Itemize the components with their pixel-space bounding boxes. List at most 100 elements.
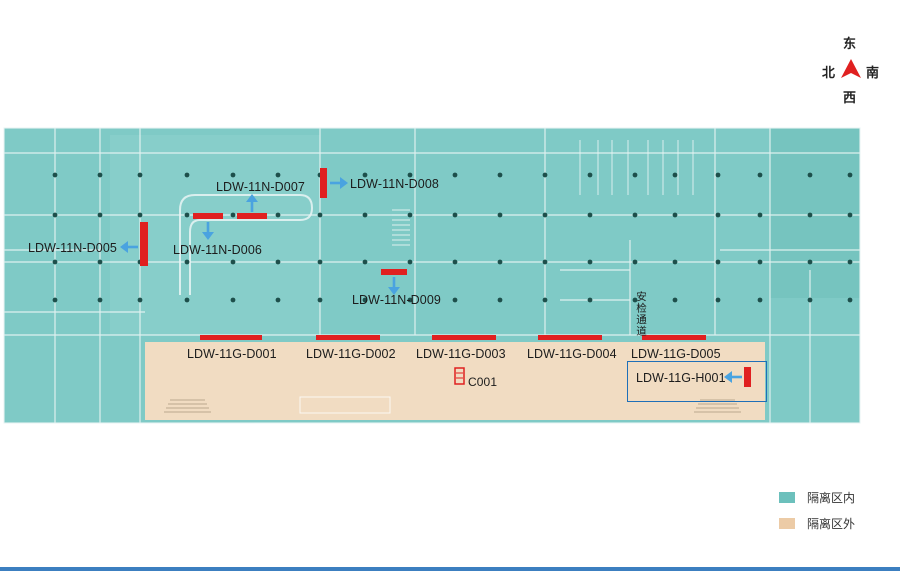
column-dot — [230, 297, 236, 303]
column-dot — [362, 212, 368, 218]
column-dot — [542, 172, 548, 178]
legend-label-outside: 隔离区外 — [807, 517, 856, 531]
column-dot — [407, 212, 413, 218]
arrow-d008 — [330, 177, 348, 189]
column-dot — [847, 297, 853, 303]
gate-bar-g001 — [200, 335, 262, 340]
gate-label-g005[interactable]: LDW-11G-D005 — [631, 347, 721, 361]
column-dot — [452, 172, 458, 178]
column-dot — [757, 172, 763, 178]
column-dot — [807, 297, 813, 303]
column-dot — [757, 212, 763, 218]
gate-label-g001[interactable]: LDW-11G-D001 — [187, 347, 277, 361]
column-dot — [715, 259, 721, 265]
compass-arrow-icon — [841, 59, 861, 78]
column-dot — [672, 297, 678, 303]
gate-bar-d005 — [140, 222, 148, 266]
column-dot — [715, 297, 721, 303]
gate-label-g002[interactable]: LDW-11G-D002 — [306, 347, 396, 361]
compass-south: 南 — [866, 66, 880, 81]
gate-label-g003[interactable]: LDW-11G-D003 — [416, 347, 506, 361]
column-dot — [587, 297, 593, 303]
gate-bar-g002 — [316, 335, 380, 340]
column-dot — [97, 172, 103, 178]
column-dot — [362, 297, 368, 303]
seating-rows — [579, 140, 694, 195]
column-dot — [847, 212, 853, 218]
column-dot — [317, 259, 323, 265]
column-dot — [452, 297, 458, 303]
column-dot — [137, 297, 143, 303]
column-dot — [97, 297, 103, 303]
arrow-h001 — [724, 371, 742, 383]
arrow-d009 — [388, 277, 400, 295]
wall-lines — [3, 127, 861, 424]
gate-bar-d008 — [320, 168, 327, 198]
column-dot — [672, 212, 678, 218]
gate-bar-d009 — [381, 269, 407, 275]
legend-inside: 隔离区内 — [779, 489, 855, 506]
column-dot — [184, 172, 190, 178]
column-dot — [362, 259, 368, 265]
gate-h001-highlight-box — [627, 361, 767, 402]
column-dot — [497, 212, 503, 218]
column-dot — [497, 259, 503, 265]
gate-bar-h001 — [744, 367, 751, 387]
column-dot — [587, 172, 593, 178]
column-dot — [757, 259, 763, 265]
column-dot — [52, 297, 58, 303]
gate-label-g004[interactable]: LDW-11G-D004 — [527, 347, 617, 361]
column-dot — [672, 172, 678, 178]
counter-label-c001[interactable]: C001 — [468, 375, 498, 389]
gate-markers — [140, 168, 751, 387]
column-dot — [497, 297, 503, 303]
column-dot — [715, 212, 721, 218]
column-dot — [97, 212, 103, 218]
column-dot — [317, 212, 323, 218]
column-dot — [542, 259, 548, 265]
column-dot — [362, 172, 368, 178]
column-dot — [275, 297, 281, 303]
column-dot — [137, 212, 143, 218]
gate-bar-g005 — [642, 335, 706, 340]
column-dot — [587, 259, 593, 265]
column-dot — [542, 297, 548, 303]
column-dot — [672, 259, 678, 265]
legend-outside: 隔离区外 — [779, 515, 855, 532]
compass-west: 西 — [843, 91, 857, 106]
column-dot — [52, 259, 58, 265]
column-dot — [452, 212, 458, 218]
gate-label-h001[interactable]: LDW-11G-H001 — [636, 371, 726, 385]
gate-label-d006[interactable]: LDW-11N-D006 — [173, 243, 262, 257]
security-channel-label: 安检通道 — [635, 291, 647, 337]
legend-swatch-outside — [779, 518, 795, 529]
gate-label-d005[interactable]: LDW-11N-D005 — [28, 241, 117, 255]
gate-label-d008[interactable]: LDW-11N-D008 — [350, 177, 439, 191]
public-zone-stairs — [164, 399, 741, 413]
column-dot — [317, 297, 323, 303]
arrow-d005 — [120, 241, 138, 253]
column-dot — [452, 259, 458, 265]
column-dot — [847, 259, 853, 265]
public-zone-counter — [299, 396, 391, 414]
gate-bar-d006 — [193, 213, 223, 219]
column-dot — [757, 297, 763, 303]
column-dot — [407, 172, 413, 178]
secure-zone-right-block — [770, 128, 860, 298]
gate-label-d007[interactable]: LDW-11N-D007 — [216, 180, 305, 194]
column-dot — [275, 259, 281, 265]
column-dot — [632, 259, 638, 265]
column-dot — [632, 297, 638, 303]
escalator-stripes — [392, 209, 410, 246]
column-dot — [807, 212, 813, 218]
column-dot — [184, 212, 190, 218]
gate-label-d009[interactable]: LDW-11N-D009 — [352, 293, 441, 307]
gate-bar-d007 — [237, 213, 267, 219]
column-dot — [632, 212, 638, 218]
compass-east: 东 — [843, 37, 857, 52]
arrow-d007 — [246, 194, 258, 212]
column-dot — [137, 172, 143, 178]
column-dot — [184, 259, 190, 265]
counter-c001-icon — [454, 367, 465, 385]
